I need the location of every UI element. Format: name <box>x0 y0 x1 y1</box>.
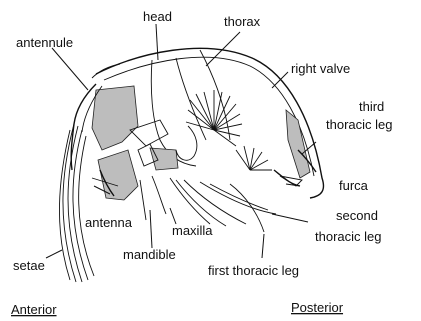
caption-posterior: Posterior <box>291 300 344 315</box>
leader-head <box>156 24 158 60</box>
leader-mandible <box>150 210 152 248</box>
orientation-captions: Anterior Posterior <box>11 300 344 317</box>
leader-maxilla <box>170 208 176 224</box>
leader-setae <box>46 250 62 258</box>
leader-second-thoracic-leg <box>272 214 308 222</box>
body-shade-left <box>92 86 138 150</box>
label-maxilla: maxilla <box>172 223 213 238</box>
label-thorax: thorax <box>224 14 261 29</box>
label-third-thoracic-leg-line2: thoracic leg <box>326 117 392 132</box>
labels: head thorax antennule right valve third … <box>13 9 392 278</box>
body-shade-top <box>150 148 178 170</box>
label-head: head <box>143 9 172 24</box>
label-right-valve: right valve <box>291 61 350 76</box>
bristle-cluster-2 <box>236 146 272 170</box>
label-antenna: antenna <box>85 215 133 230</box>
label-setae: setae <box>13 258 45 273</box>
anterior-setae <box>59 124 94 282</box>
internal-structure-3 <box>176 126 197 160</box>
valve-rim <box>92 64 120 78</box>
furca-appendage <box>274 170 300 186</box>
leader-antennule <box>52 48 88 90</box>
label-furca: furca <box>339 178 369 193</box>
label-second-thoracic-leg-line2: thoracic leg <box>315 229 381 244</box>
label-antennule: antennule <box>16 35 73 50</box>
bristle-cluster <box>186 90 242 146</box>
caption-anterior: Anterior <box>11 302 57 317</box>
label-first-thoracic-leg: first thoracic leg <box>208 263 299 278</box>
label-second-thoracic-leg-line1: second <box>336 208 378 223</box>
label-mandible: mandible <box>123 247 176 262</box>
body-shade-lower <box>98 150 138 200</box>
thorax-line-2 <box>176 58 206 140</box>
label-third-thoracic-leg-line1: third <box>359 99 384 114</box>
organism-illustration <box>59 48 323 282</box>
leader-first-thoracic-leg <box>262 234 264 258</box>
